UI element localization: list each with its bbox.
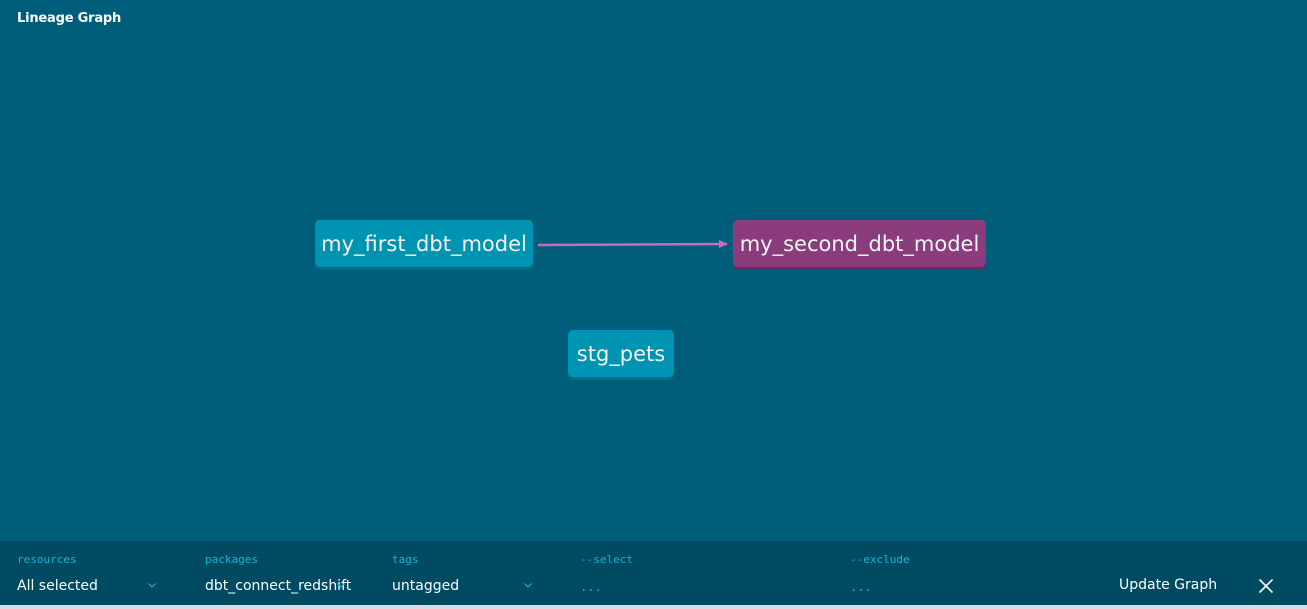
exclude-input[interactable]: --exclude ... bbox=[850, 541, 1100, 605]
close-icon[interactable] bbox=[1258, 578, 1274, 594]
select-label: --select bbox=[580, 553, 633, 566]
node-label: stg_pets bbox=[576, 341, 666, 366]
node-my-first-dbt-model[interactable]: my_first_dbt_model bbox=[315, 220, 533, 267]
page-title: Lineage Graph bbox=[17, 11, 122, 26]
bottom-border bbox=[0, 605, 1307, 609]
graph-canvas[interactable]: my_first_dbt_model my_second_dbt_model s… bbox=[0, 36, 1307, 541]
chevron-down-icon bbox=[148, 583, 156, 588]
node-stg-pets[interactable]: stg_pets bbox=[568, 330, 674, 377]
tags-dropdown[interactable]: tags untagged bbox=[392, 541, 542, 605]
graph-edges bbox=[537, 240, 728, 249]
resources-value: All selected bbox=[17, 578, 98, 594]
node-my-second-dbt-model[interactable]: my_second_dbt_model bbox=[733, 220, 986, 267]
packages-label: packages bbox=[205, 553, 258, 566]
tags-value: untagged bbox=[392, 578, 460, 594]
node-label: my_first_dbt_model bbox=[321, 231, 527, 256]
tags-label: tags bbox=[392, 553, 419, 566]
select-input[interactable]: --select ... bbox=[580, 541, 830, 605]
exclude-placeholder: ... bbox=[850, 580, 872, 594]
chevron-down-icon bbox=[337, 583, 345, 588]
resources-dropdown[interactable]: resources All selected bbox=[17, 541, 167, 605]
edge-my-first-to-my-second bbox=[537, 240, 728, 249]
packages-dropdown[interactable]: packages dbt_connect_redshift bbox=[205, 541, 355, 605]
graph-filter-toolbar: resources All selected packages dbt_conn… bbox=[0, 541, 1307, 605]
node-label: my_second_dbt_model bbox=[739, 231, 980, 256]
select-placeholder: ... bbox=[580, 580, 602, 594]
chevron-down-icon bbox=[524, 583, 532, 588]
packages-value: dbt_connect_redshift bbox=[205, 578, 352, 594]
resources-label: resources bbox=[17, 553, 77, 566]
exclude-label: --exclude bbox=[850, 553, 910, 566]
update-graph-button[interactable]: Update Graph bbox=[1119, 577, 1218, 593]
